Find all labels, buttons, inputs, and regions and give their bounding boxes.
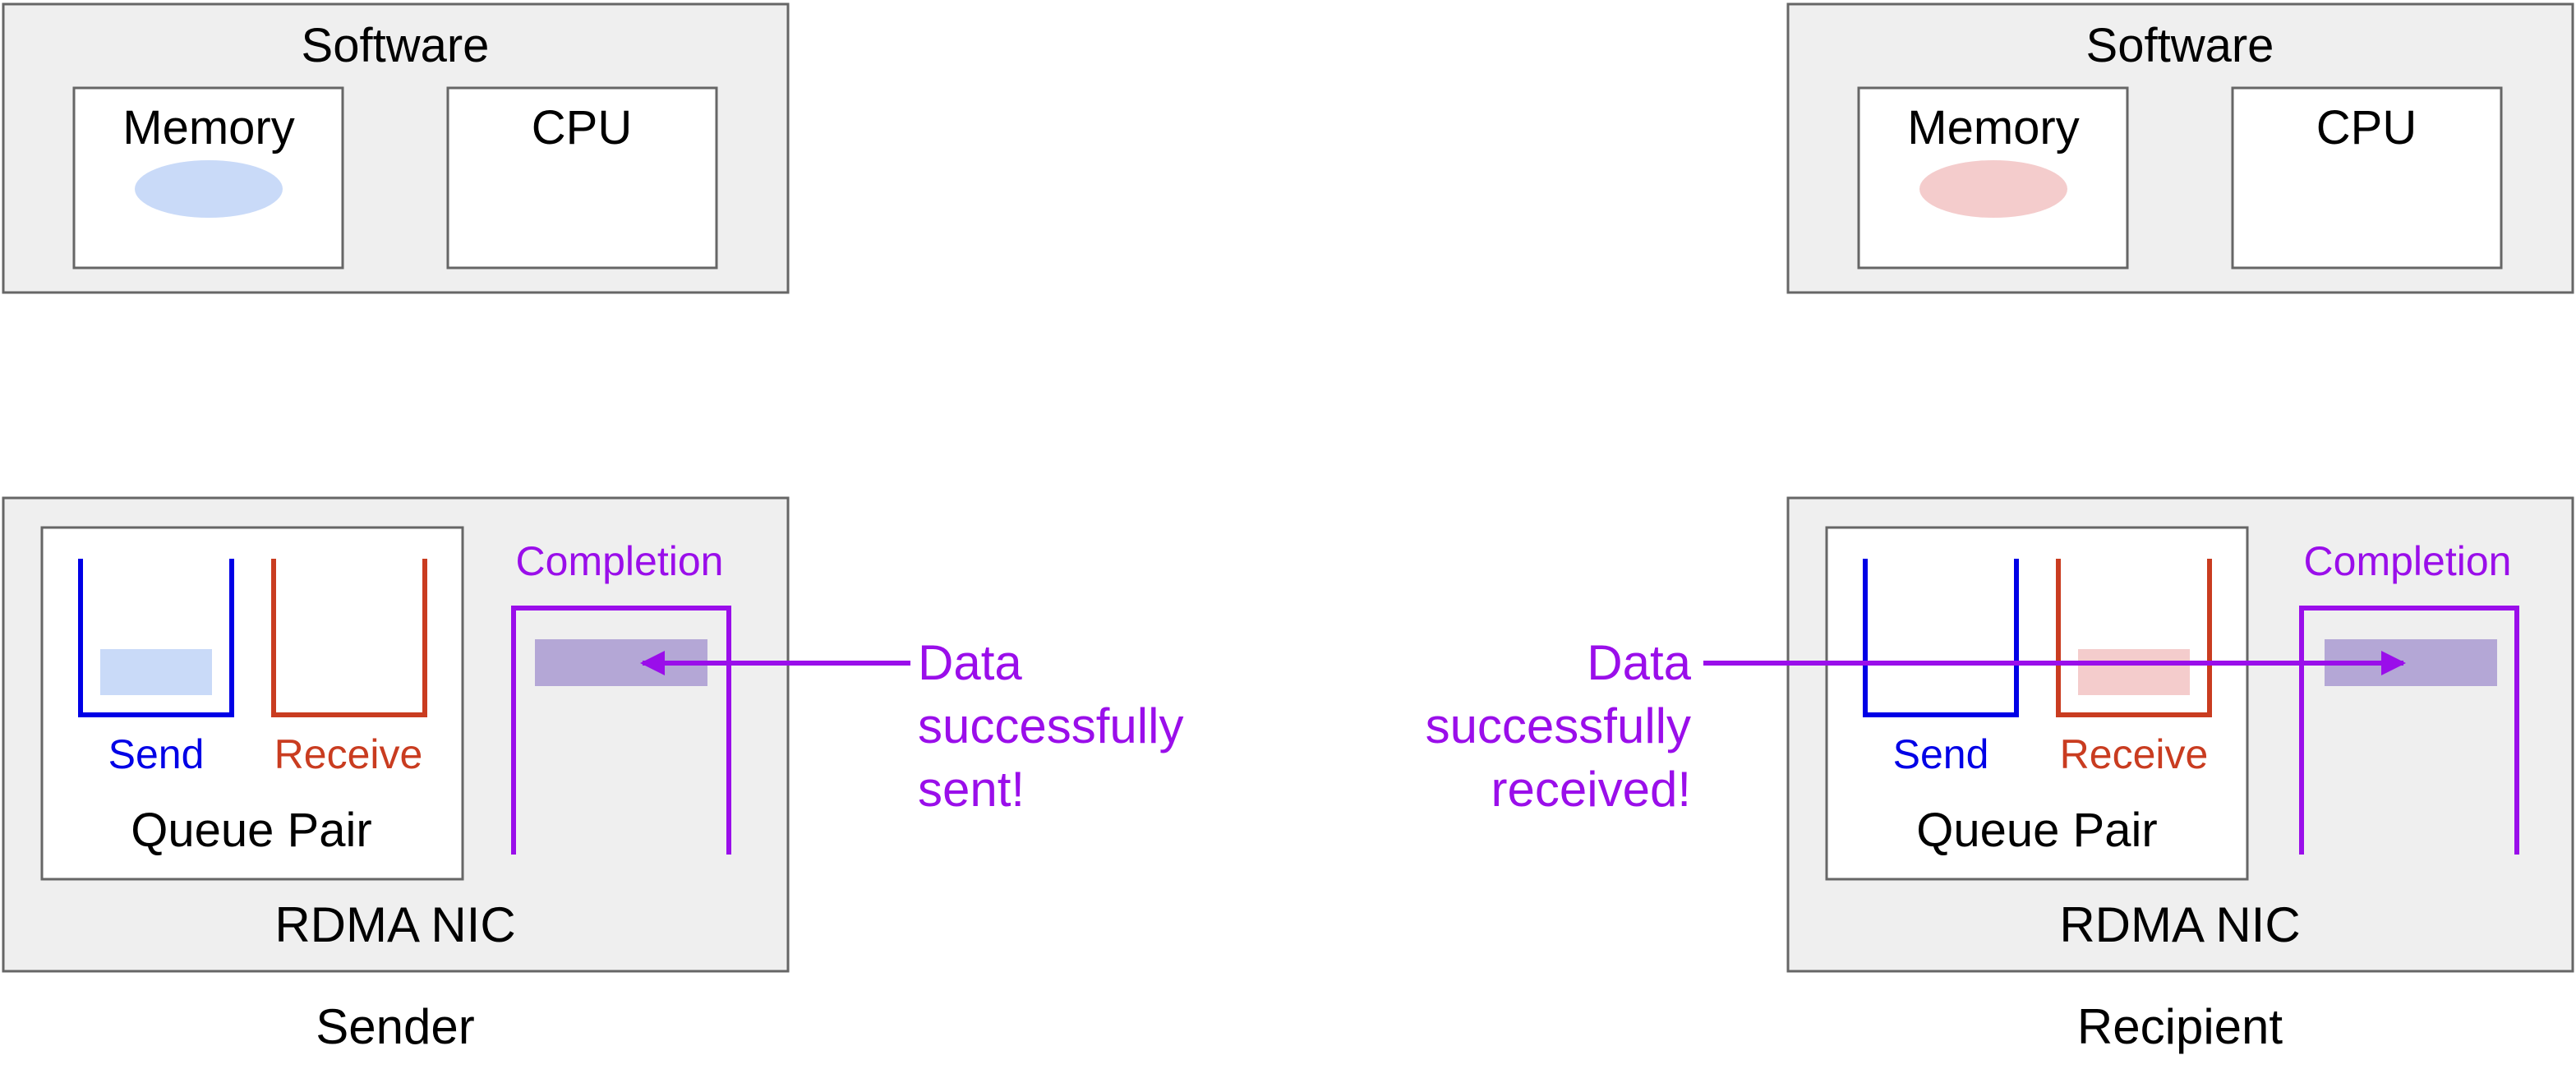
recipient-queue-pair: Send Receive Queue Pair (1825, 526, 2249, 881)
recipient-message-line-1: Data (1587, 635, 1691, 690)
sender-queue-pair: Send Receive Queue Pair (40, 526, 464, 881)
sender-nic-panel: Send Receive Queue Pair Completion RDMA … (2, 496, 790, 973)
recipient-send-label: Send (1893, 731, 1989, 777)
recipient-memory-label: Memory (1907, 101, 2079, 154)
sender-receive-label: Receive (274, 731, 423, 777)
sender-cpu-box: CPU (446, 86, 718, 270)
recipient-receive-queue-entry (2078, 649, 2190, 695)
recipient-software-panel: Software Memory CPU (1786, 2, 2574, 294)
recipient-memory-box: Memory (1857, 86, 2129, 270)
sender-host-label: Sender (316, 999, 474, 1054)
recipient-cpu-box: CPU (2231, 86, 2503, 270)
sender-send-label: Send (108, 731, 205, 777)
recipient-status-message: Data successfully received! (1426, 635, 1692, 817)
sender-nic-title: RDMA NIC (274, 897, 515, 952)
sender-message-line-1: Data (918, 635, 1022, 690)
recipient-queue-pair-label: Queue Pair (1916, 804, 2157, 857)
sender-memory-data-blob (135, 160, 283, 218)
sender-queue-pair-label: Queue Pair (131, 804, 371, 857)
sender-receive-queue: Receive (271, 559, 427, 777)
recipient-memory-data-blob (1919, 160, 2067, 218)
recipient-receive-queue: Receive (2056, 559, 2212, 777)
sender-software-panel: Software Memory CPU (2, 2, 790, 294)
recipient-host: Software Memory CPU Send (1426, 2, 2574, 1054)
sender-host: Software Memory CPU Send (2, 2, 1183, 1054)
recipient-nic-panel: Send Receive Queue Pair Completion RDMA … (1786, 496, 2574, 973)
sender-status-message: Data successfully sent! (918, 635, 1183, 817)
sender-message-line-2: successfully (918, 698, 1183, 753)
recipient-message-line-3: received! (1491, 762, 1691, 817)
recipient-message-line-2: successfully (1426, 698, 1691, 753)
recipient-software-title: Software (2086, 19, 2274, 72)
recipient-host-label: Recipient (2077, 999, 2283, 1054)
recipient-send-queue: Send (1863, 559, 2019, 777)
sender-message-line-3: sent! (918, 762, 1025, 817)
recipient-nic-title: RDMA NIC (2059, 897, 2300, 952)
recipient-cpu-label: CPU (2316, 101, 2417, 154)
sender-software-title: Software (302, 19, 490, 72)
recipient-receive-label: Receive (2060, 731, 2209, 777)
sender-cpu-label: CPU (532, 101, 632, 154)
sender-completion-label: Completion (516, 538, 724, 584)
sender-memory-label: Memory (122, 101, 294, 154)
recipient-completion-label: Completion (2304, 538, 2512, 584)
sender-memory-box: Memory (72, 86, 344, 270)
sender-send-queue: Send (78, 559, 234, 777)
sender-send-queue-entry (100, 649, 212, 695)
